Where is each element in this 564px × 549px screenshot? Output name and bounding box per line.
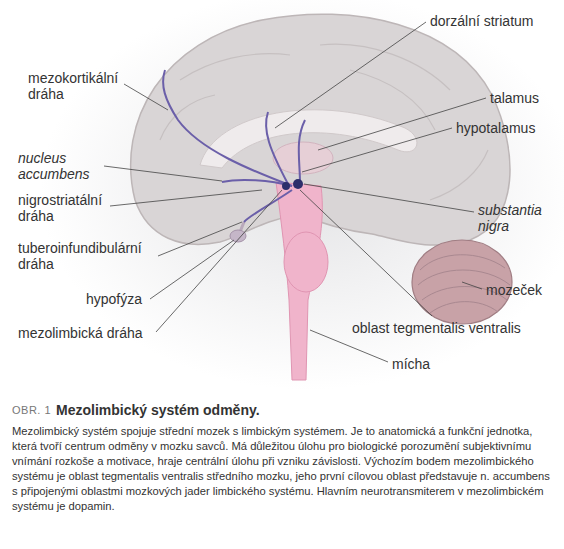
pons	[284, 232, 328, 292]
figure-title: Mezolimbický systém odměny.	[56, 402, 260, 418]
vta-dot	[293, 179, 303, 189]
pituitary	[230, 230, 246, 242]
structure-label: substantia nigra	[478, 202, 558, 234]
structure-label: mícha	[392, 356, 430, 372]
structure-label: nucleus accumbens	[18, 150, 104, 182]
structure-label: hypofýza	[86, 291, 142, 307]
structure-label: dorzální striatum	[430, 13, 533, 29]
figure-number: OBR. 1	[12, 404, 51, 416]
pathway-label: mezokortikální dráha	[28, 70, 128, 102]
thalamus-shape	[273, 142, 333, 174]
structure-label: mozeček	[486, 282, 542, 298]
structure-label: hypotalamus	[456, 120, 535, 136]
figure-caption: Mezolimbický systém spojuje střední moze…	[12, 424, 554, 514]
pathway-label: mezolimbická dráha	[18, 325, 143, 341]
structure-label: oblast tegmentalis ventralis	[352, 320, 521, 336]
nigra-dot	[282, 182, 290, 190]
structure-label: talamus	[490, 90, 539, 106]
gyri	[160, 44, 488, 200]
leader-lines	[104, 22, 486, 362]
dopamine-pathways	[163, 70, 305, 222]
pathway-label: nigrostriatální dráha	[18, 192, 110, 224]
pathway-label: tuberoinfundibulární dráha	[18, 240, 158, 272]
